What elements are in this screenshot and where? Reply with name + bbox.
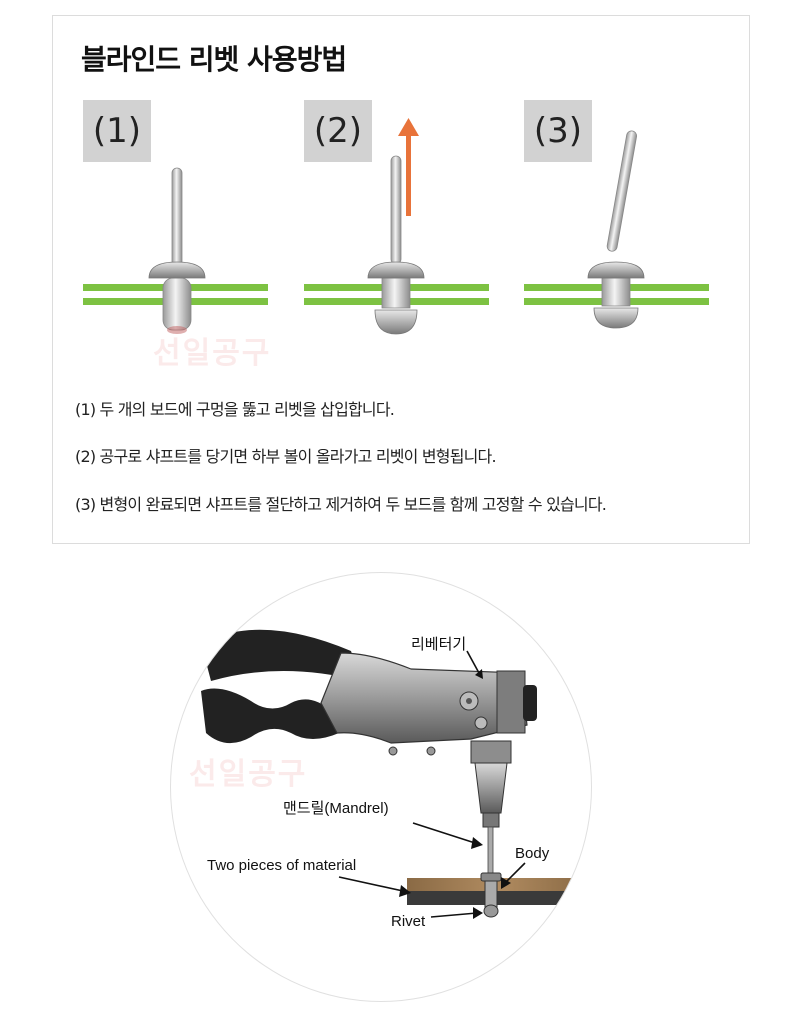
watermark-text-2: 선일공구 (189, 757, 308, 792)
step-1-description: (1) 두 개의 보드에 구멍을 뚫고 리벳을 삽입합니다. (75, 400, 395, 419)
upper-handle (201, 629, 361, 681)
label-riveter: 리베터기 (411, 636, 467, 653)
label-material: Two pieces of material (207, 857, 357, 874)
step-3-figure (524, 130, 709, 329)
step-2-figure (304, 118, 489, 335)
riveter-diagram: 선일공구 리베터기 맨드릴(Mandrel) Body Two pieces o… (170, 572, 592, 1002)
step-1-figure (83, 167, 268, 334)
page-title: 블라인드 리벳 사용방법 (81, 43, 347, 76)
pull-arrow (406, 132, 411, 216)
riveter-head (320, 652, 528, 744)
step-2-label: (2) (304, 100, 372, 162)
label-mandrel: 맨드릴(Mandrel) (283, 800, 389, 817)
label-rivet: Rivet (391, 913, 426, 930)
lower-handle (201, 688, 339, 744)
step-3-description: (3) 변형이 완료되면 샤프트를 절단하고 제거하여 두 보드를 함께 고정할… (75, 495, 607, 514)
watermark-text: 선일공구 (153, 336, 272, 371)
mandrel (487, 826, 494, 876)
step-1-label: (1) (83, 100, 151, 162)
rivet-usage-card: 블라인드 리벳 사용방법 (1) (2) (3) (52, 15, 750, 544)
step-2-description: (2) 공구로 샤프트를 당기면 하부 볼이 올라가고 리벳이 변형됩니다. (75, 447, 497, 466)
riveter-illustration (201, 629, 587, 919)
step-3-label: (3) (524, 100, 592, 162)
label-body: Body (515, 845, 550, 862)
rivet-steps-illustration (83, 118, 709, 335)
